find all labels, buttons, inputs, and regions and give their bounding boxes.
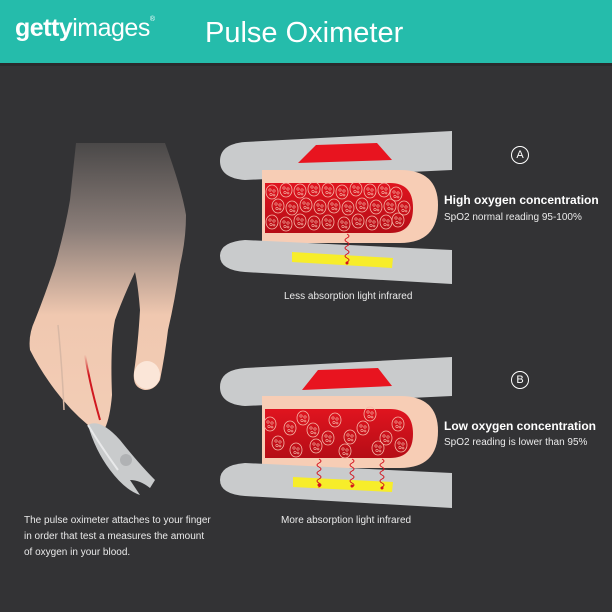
panel-b-heading: Low oxygen concentration (444, 419, 597, 433)
description-text: The pulse oximeter attaches to your fing… (24, 513, 254, 561)
header-bar: gettyimages® Pulse Oximeter (0, 0, 612, 66)
hand-illustration (29, 143, 186, 430)
panel-a-diagram (220, 131, 452, 284)
logo-bold-text: getty (15, 14, 73, 42)
panel-b-diagram (220, 357, 452, 508)
page-title: Pulse Oximeter (205, 17, 404, 49)
panel-b-marker: B (511, 371, 529, 389)
panel-a-subheading: SpO2 normal reading 95-100% (444, 212, 582, 223)
description-line-2: in order that test a measures the amount (24, 531, 205, 542)
panel-a-heading: High oxygen concentration (444, 193, 599, 207)
panel-b-subheading: SpO2 reading is lower than 95% (444, 437, 588, 448)
panel-b-caption: More absorption light infrared (281, 515, 412, 526)
getty-images-logo: gettyimages® (15, 14, 155, 43)
panel-a-marker: A (511, 146, 529, 164)
oximeter-clip-illustration (87, 423, 155, 495)
description-line-3: of oxygen in your blood. (24, 547, 131, 558)
panel-a-caption: Less absorption light infrared (284, 291, 413, 302)
logo-registered-mark: ® (149, 16, 155, 23)
description-line-1: The pulse oximeter attaches to your fing… (24, 515, 211, 526)
logo-light-text: images (72, 14, 150, 42)
